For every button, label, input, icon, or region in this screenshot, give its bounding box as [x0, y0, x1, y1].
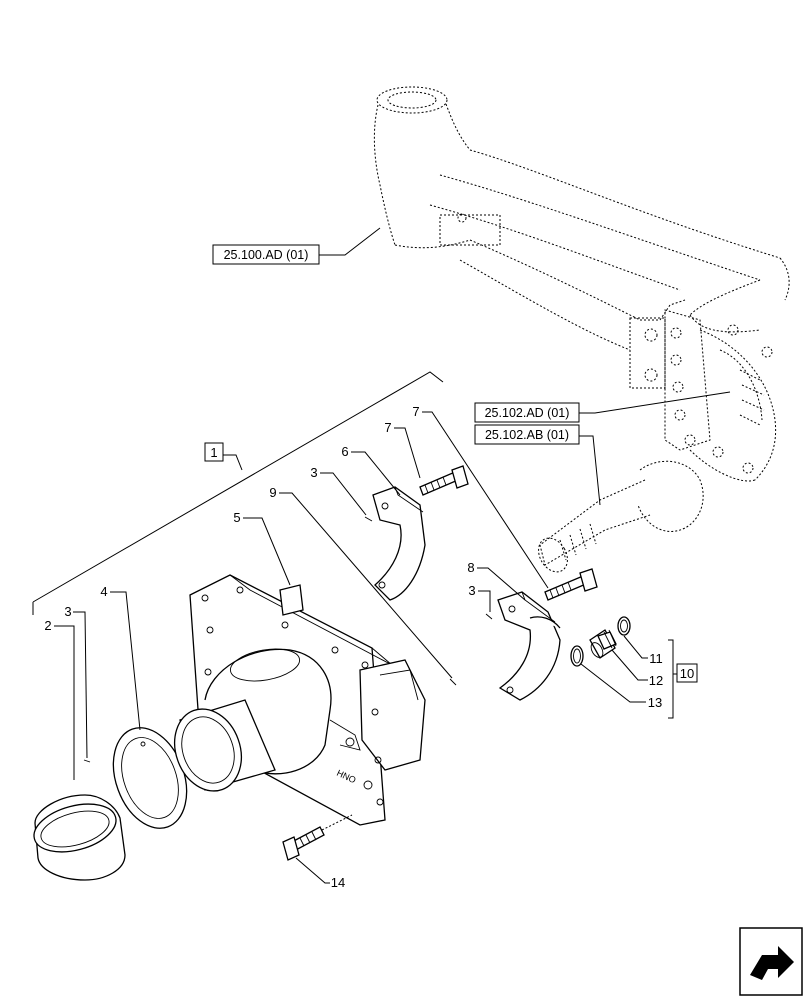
callout-3-mid: 3: [310, 465, 317, 480]
part-13-o-ring: [570, 645, 584, 667]
part-5-cover: HNO: [174, 574, 426, 826]
callout-4: 4: [100, 584, 107, 599]
callout-2: 2: [44, 618, 51, 633]
kit-1-bracket: 1: [32, 371, 444, 615]
ref-box-differential[interactable]: 25.102.AD (01): [474, 402, 580, 423]
part-14-bolt: [282, 814, 353, 861]
part-12-fitting: [589, 629, 617, 659]
part-7-bolt-lower: [544, 568, 598, 601]
pinion-shaft-phantom: [538, 460, 704, 573]
callout-13: 13: [648, 695, 662, 710]
ref-text-pinion-shaft: 25.102.AB (01): [485, 428, 569, 442]
ref-text-axle-housing: 25.100.AD (01): [224, 248, 309, 262]
callout-6: 6: [341, 444, 348, 459]
callout-14: 14: [331, 875, 345, 890]
ref-box-pinion-shaft[interactable]: 25.102.AB (01): [474, 424, 580, 445]
callout-3-right: 3: [468, 583, 475, 598]
part-4-thrust-washer: [112, 727, 188, 829]
part-7-bolt-upper: [419, 465, 469, 496]
callout-8: 8: [467, 560, 474, 575]
part-2-bushing: [33, 794, 126, 881]
callout-7-lower: 7: [412, 404, 419, 419]
kit-10-bracket: 10: [668, 639, 698, 719]
callout-3-left: 3: [64, 604, 71, 619]
axle-housing-phantom: [373, 86, 790, 482]
callout-12: 12: [649, 673, 663, 688]
callout-9: 9: [269, 485, 276, 500]
ref-text-differential: 25.102.AD (01): [485, 406, 570, 420]
callout-5: 5: [233, 510, 240, 525]
next-page-arrow-icon[interactable]: [739, 927, 803, 996]
part-11-o-ring: [617, 616, 631, 636]
part-8-lower-clamp: [497, 591, 561, 701]
callout-10: 10: [680, 666, 694, 681]
callout-1: 1: [210, 445, 217, 460]
ref-box-axle-housing[interactable]: 25.100.AD (01): [212, 244, 320, 265]
part-6-upper-clamp: [372, 486, 426, 601]
callout-11: 11: [649, 651, 663, 666]
callout-7-upper: 7: [384, 420, 391, 435]
